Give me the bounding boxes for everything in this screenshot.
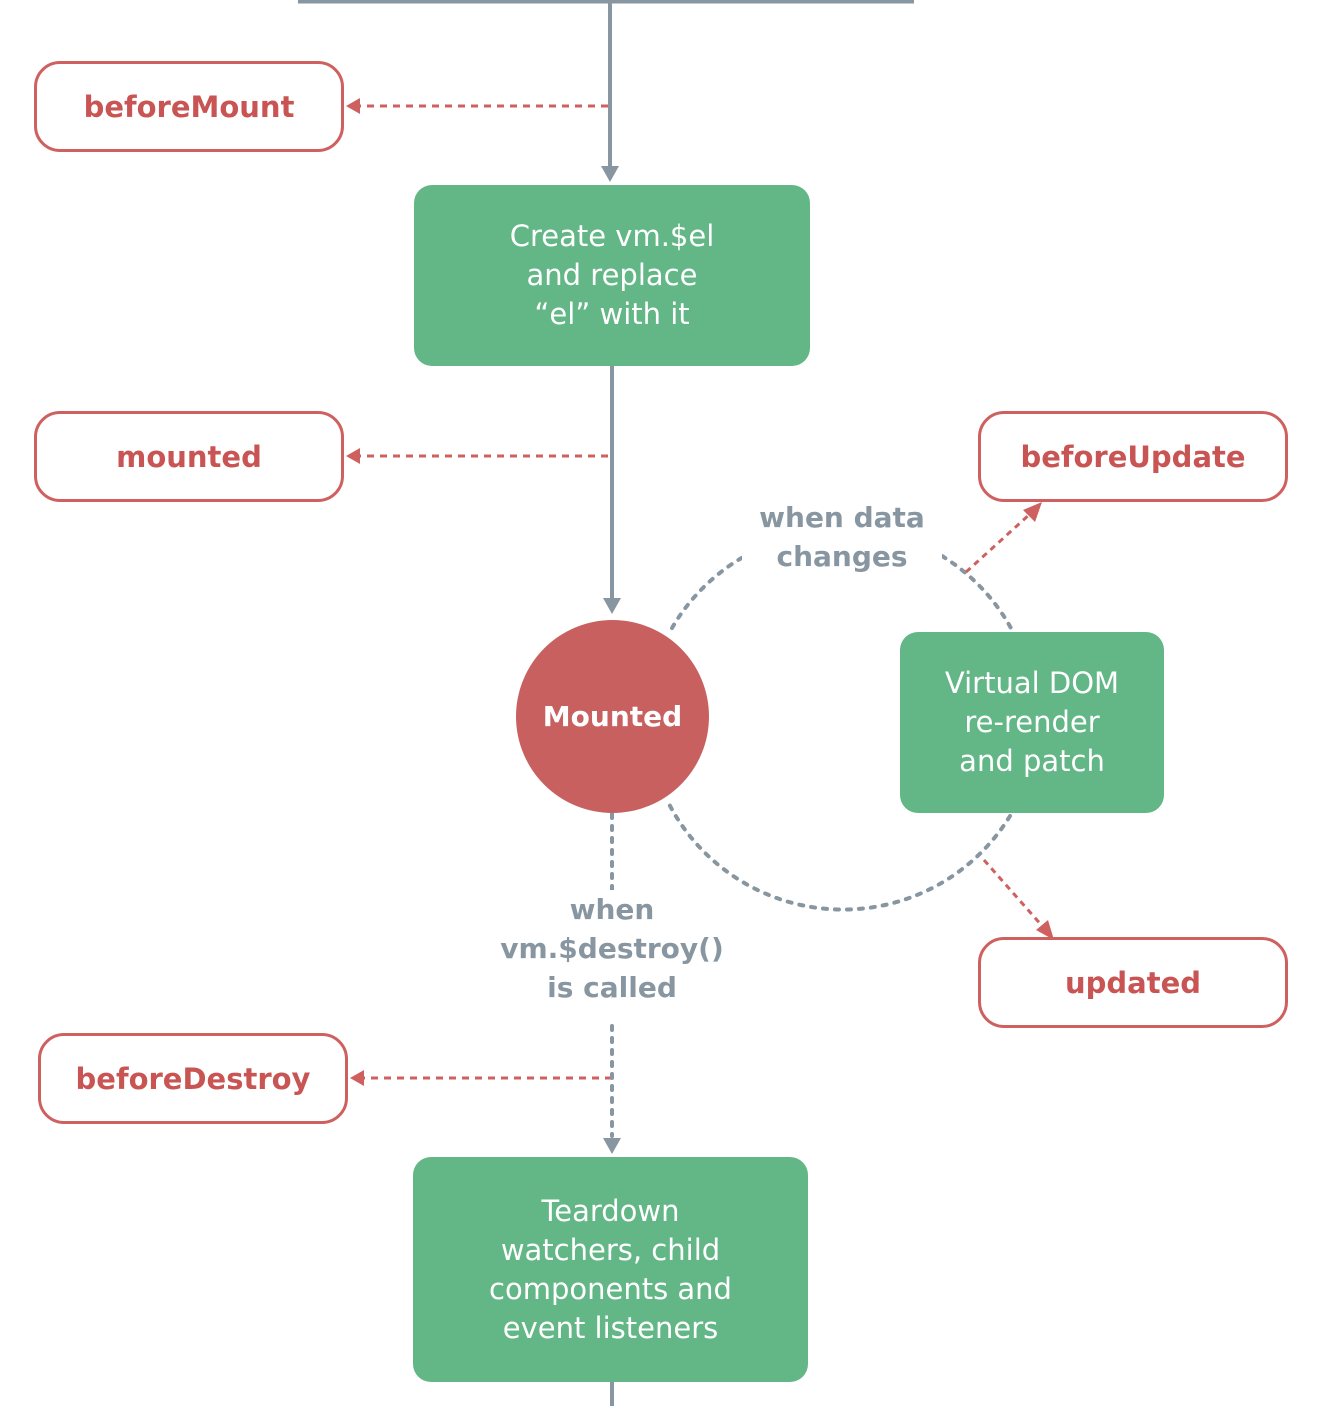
data-changes-label: when data changes <box>742 498 942 576</box>
arrow-to-teardown <box>603 1138 621 1154</box>
updated-arrowhead <box>1036 920 1054 940</box>
arrow-to-create-el <box>601 166 619 182</box>
mounted-state-circle: Mounted <box>516 620 709 813</box>
before-destroy-arrowhead <box>350 1070 364 1086</box>
updated-hook: updated <box>978 937 1288 1028</box>
update-loop-arc-left <box>670 554 747 630</box>
before-mount-arrowhead <box>346 98 360 114</box>
before-update-arrowhead <box>1023 502 1042 522</box>
teardown-step: Teardown watchers, child components and … <box>413 1157 808 1382</box>
update-loop-arc-bottom <box>665 798 1012 912</box>
before-destroy-hook: beforeDestroy <box>38 1033 348 1124</box>
updated-hook-line <box>982 859 1046 929</box>
before-mount-hook: beforeMount <box>34 61 344 152</box>
create-el-step: Create vm.$el and replace “el” with it <box>414 185 810 366</box>
virtual-dom-step: Virtual DOM re-render and patch <box>900 632 1164 813</box>
update-loop-arc-right-top <box>940 554 1014 632</box>
before-update-hook: beforeUpdate <box>978 411 1288 502</box>
arrow-to-mounted <box>603 598 621 614</box>
destroy-called-label: when vm.$destroy() is called <box>477 890 747 1007</box>
mounted-arrowhead <box>346 448 360 464</box>
before-update-hook-line <box>964 512 1032 574</box>
mounted-hook: mounted <box>34 411 344 502</box>
